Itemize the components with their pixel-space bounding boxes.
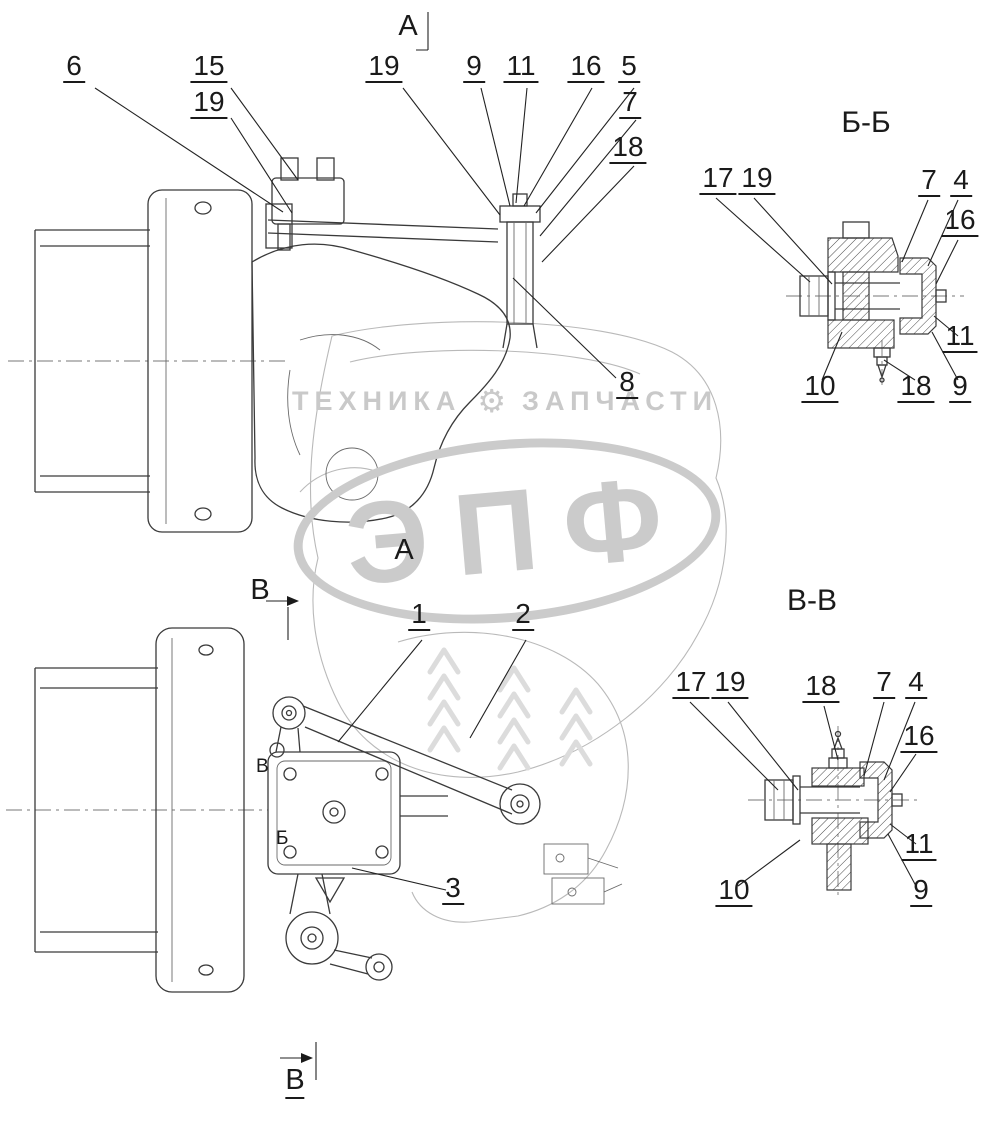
callout-19-a: 19 <box>190 87 228 119</box>
vv-callout-11: 11 <box>901 829 937 861</box>
vv-callout-10: 10 <box>715 875 753 907</box>
section-bb-drawing <box>786 221 964 388</box>
vv-callout-7: 7 <box>873 667 895 699</box>
watermark-left-text: ТЕХНИКА <box>291 385 462 416</box>
callout-18: 18 <box>609 132 647 164</box>
callout-1: 1 <box>408 599 430 631</box>
view-label-a: А <box>394 534 414 566</box>
callout-3: 3 <box>442 873 464 905</box>
vv-callout-17: 17 <box>672 667 710 699</box>
inner-label-b: Б <box>276 828 289 849</box>
bb-callout-17: 17 <box>699 163 737 195</box>
bb-callout-7: 7 <box>918 165 940 197</box>
lower-assembly-drawing <box>6 627 623 993</box>
callout-9: 9 <box>463 51 485 83</box>
leader-lines <box>94 87 959 891</box>
callout-2: 2 <box>512 599 534 631</box>
section-marker-a-top: А <box>398 10 418 42</box>
section-cut-markers <box>266 12 429 1080</box>
vv-callout-16: 16 <box>900 721 938 753</box>
vv-callout-4: 4 <box>905 667 927 699</box>
callout-6: 6 <box>63 51 85 83</box>
callout-7: 7 <box>619 87 641 119</box>
watermark-wheat <box>427 647 593 771</box>
inner-label-v: В <box>256 756 269 777</box>
callout-16: 16 <box>567 51 605 83</box>
bb-callout-18: 18 <box>897 371 935 403</box>
watermark-brand: ЭПФ <box>340 450 694 610</box>
callout-19-b: 19 <box>365 51 403 83</box>
section-vv-title: В-В <box>786 584 838 617</box>
vv-callout-19: 19 <box>711 667 749 699</box>
bb-callout-11: 11 <box>942 321 978 353</box>
bb-callout-4: 4 <box>950 165 972 197</box>
section-vv-drawing <box>748 726 920 898</box>
vv-callout-9: 9 <box>910 875 932 907</box>
callout-11: 11 <box>503 51 539 83</box>
watermark-right-text: ЗАПЧАСТИ <box>522 385 719 416</box>
callout-8: 8 <box>616 367 638 399</box>
section-bb-title: Б-Б <box>841 106 891 139</box>
gear-icon: ⚙ <box>477 383 507 419</box>
callout-15: 15 <box>190 51 228 83</box>
vv-callout-18: 18 <box>802 671 840 703</box>
bb-callout-10: 10 <box>801 371 839 403</box>
bb-callout-9: 9 <box>949 371 971 403</box>
callout-5: 5 <box>618 51 640 83</box>
upper-assembly-drawing <box>8 157 541 533</box>
watermark-tagline: ТЕХНИКА ⚙ ЗАПЧАСТИ <box>292 382 718 420</box>
bb-callout-19: 19 <box>738 163 776 195</box>
section-marker-v-mid: В <box>250 574 270 606</box>
section-marker-v-bottom: В <box>285 1064 305 1099</box>
axle-housing-outline <box>299 321 727 923</box>
bb-callout-16: 16 <box>941 205 979 237</box>
